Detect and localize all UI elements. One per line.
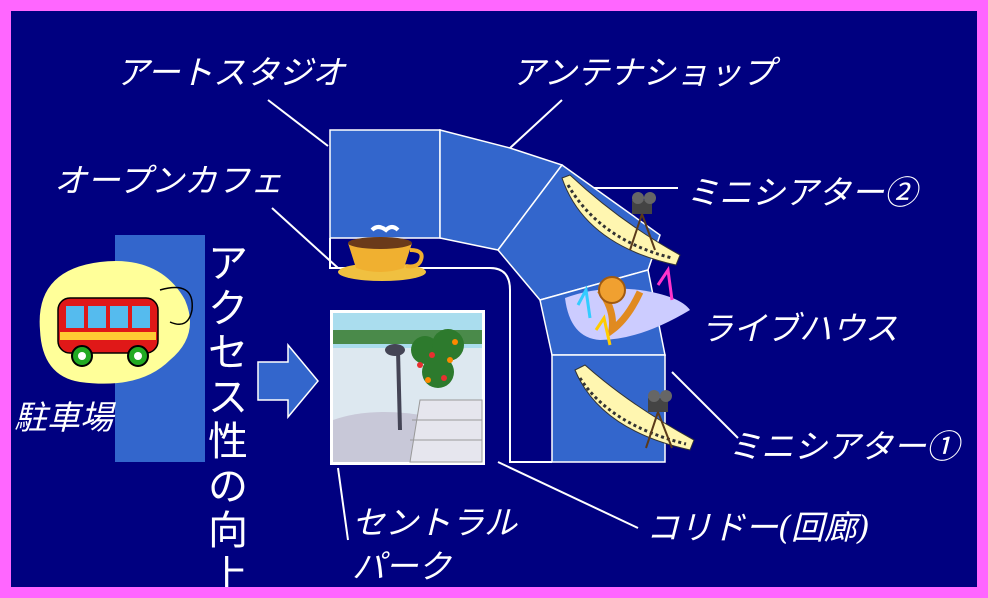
- leader-central-park: [337, 467, 349, 541]
- label-mini-theater-1: ミニシアター①: [728, 427, 959, 466]
- leader-corridor: [497, 461, 639, 529]
- label-antenna-shop: アンテナショップ: [512, 53, 775, 92]
- access-char: ク: [208, 285, 248, 332]
- access-char: 向: [208, 508, 248, 554]
- access-char: セ: [208, 330, 248, 376]
- label-mini-theater-2: ミニシアター②: [686, 173, 917, 212]
- film-camera-icon: [561, 174, 681, 266]
- park-image: [330, 310, 485, 465]
- label-corridor: コリドー(回廊): [646, 508, 870, 547]
- label-art-studio: アートスタジオ: [116, 53, 346, 92]
- label-open-cafe: オープンカフェ: [54, 161, 284, 200]
- music-note-icon: [576, 265, 674, 346]
- bus-icon: [57, 297, 159, 367]
- coffee-cup-icon: [338, 225, 426, 281]
- access-improvement-label: ア ク セ ス 性 の 向 上: [206, 242, 250, 592]
- access-arrow: [257, 342, 319, 420]
- access-char: 上: [208, 552, 248, 592]
- leader-antenna-shop: [509, 99, 563, 149]
- label-central-park-line1: セントラル: [352, 503, 517, 542]
- corridor-outline: [329, 238, 552, 463]
- leader-open-cafe: [271, 207, 339, 269]
- access-char: 性: [208, 419, 248, 465]
- slide: アートスタジオ アンテナショップ オープンカフェ ミニシアター② ライブハウス …: [6, 6, 982, 592]
- access-char: の: [208, 463, 248, 510]
- film-camera-icon: [574, 364, 695, 451]
- access-char: ス: [208, 374, 248, 421]
- label-parking: 駐車場: [14, 398, 113, 437]
- art-studio-room: [329, 129, 441, 239]
- label-live-house: ライブハウス: [700, 309, 898, 348]
- leader-art-studio: [267, 99, 329, 147]
- access-char: ア: [208, 241, 248, 287]
- leader-mini-theater-1: [671, 371, 739, 439]
- leader-lines: [267, 99, 739, 541]
- diagram-canvas: [39, 99, 739, 541]
- label-central-park-line2: パーク: [352, 547, 451, 586]
